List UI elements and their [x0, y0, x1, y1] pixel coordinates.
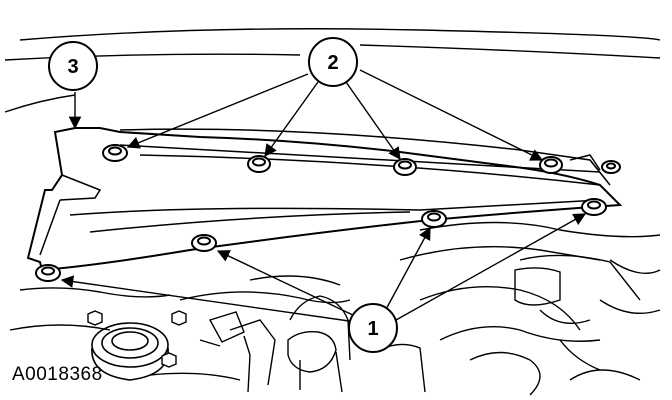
callout-3-label: 3 — [67, 56, 78, 78]
engine-bay-background — [4, 28, 661, 396]
fastener — [191, 234, 217, 252]
leader-2-c — [345, 81, 401, 161]
leader-2-d — [359, 69, 544, 161]
fastener — [421, 210, 447, 228]
fastener — [393, 158, 417, 176]
leader-1-a — [60, 275, 357, 323]
leader-1-b — [216, 250, 358, 318]
upper-fasteners — [102, 144, 621, 176]
callout-1-label: 1 — [367, 318, 378, 340]
callout-1: 1 — [348, 303, 398, 353]
figure-id-label: A0018368 — [12, 364, 103, 385]
leader-2-b — [264, 81, 319, 158]
fastener — [35, 264, 61, 282]
leader-1-d — [395, 213, 587, 321]
callout-3: 3 — [48, 41, 98, 91]
lower-fasteners — [35, 198, 607, 282]
leader-lines — [60, 69, 587, 323]
callout-2: 2 — [308, 37, 358, 87]
fastener — [102, 144, 128, 162]
leader-2-a — [126, 73, 309, 149]
fastener — [539, 156, 563, 174]
leader-1-c — [383, 226, 431, 314]
fastener — [601, 160, 621, 174]
strut-mount-studs — [87, 310, 187, 368]
fastener — [581, 198, 607, 216]
cowl-panel — [26, 127, 623, 272]
cowl-panel-details — [39, 128, 611, 256]
callout-2-label: 2 — [327, 52, 338, 74]
fastener — [247, 155, 271, 173]
strut-mount — [91, 322, 169, 381]
